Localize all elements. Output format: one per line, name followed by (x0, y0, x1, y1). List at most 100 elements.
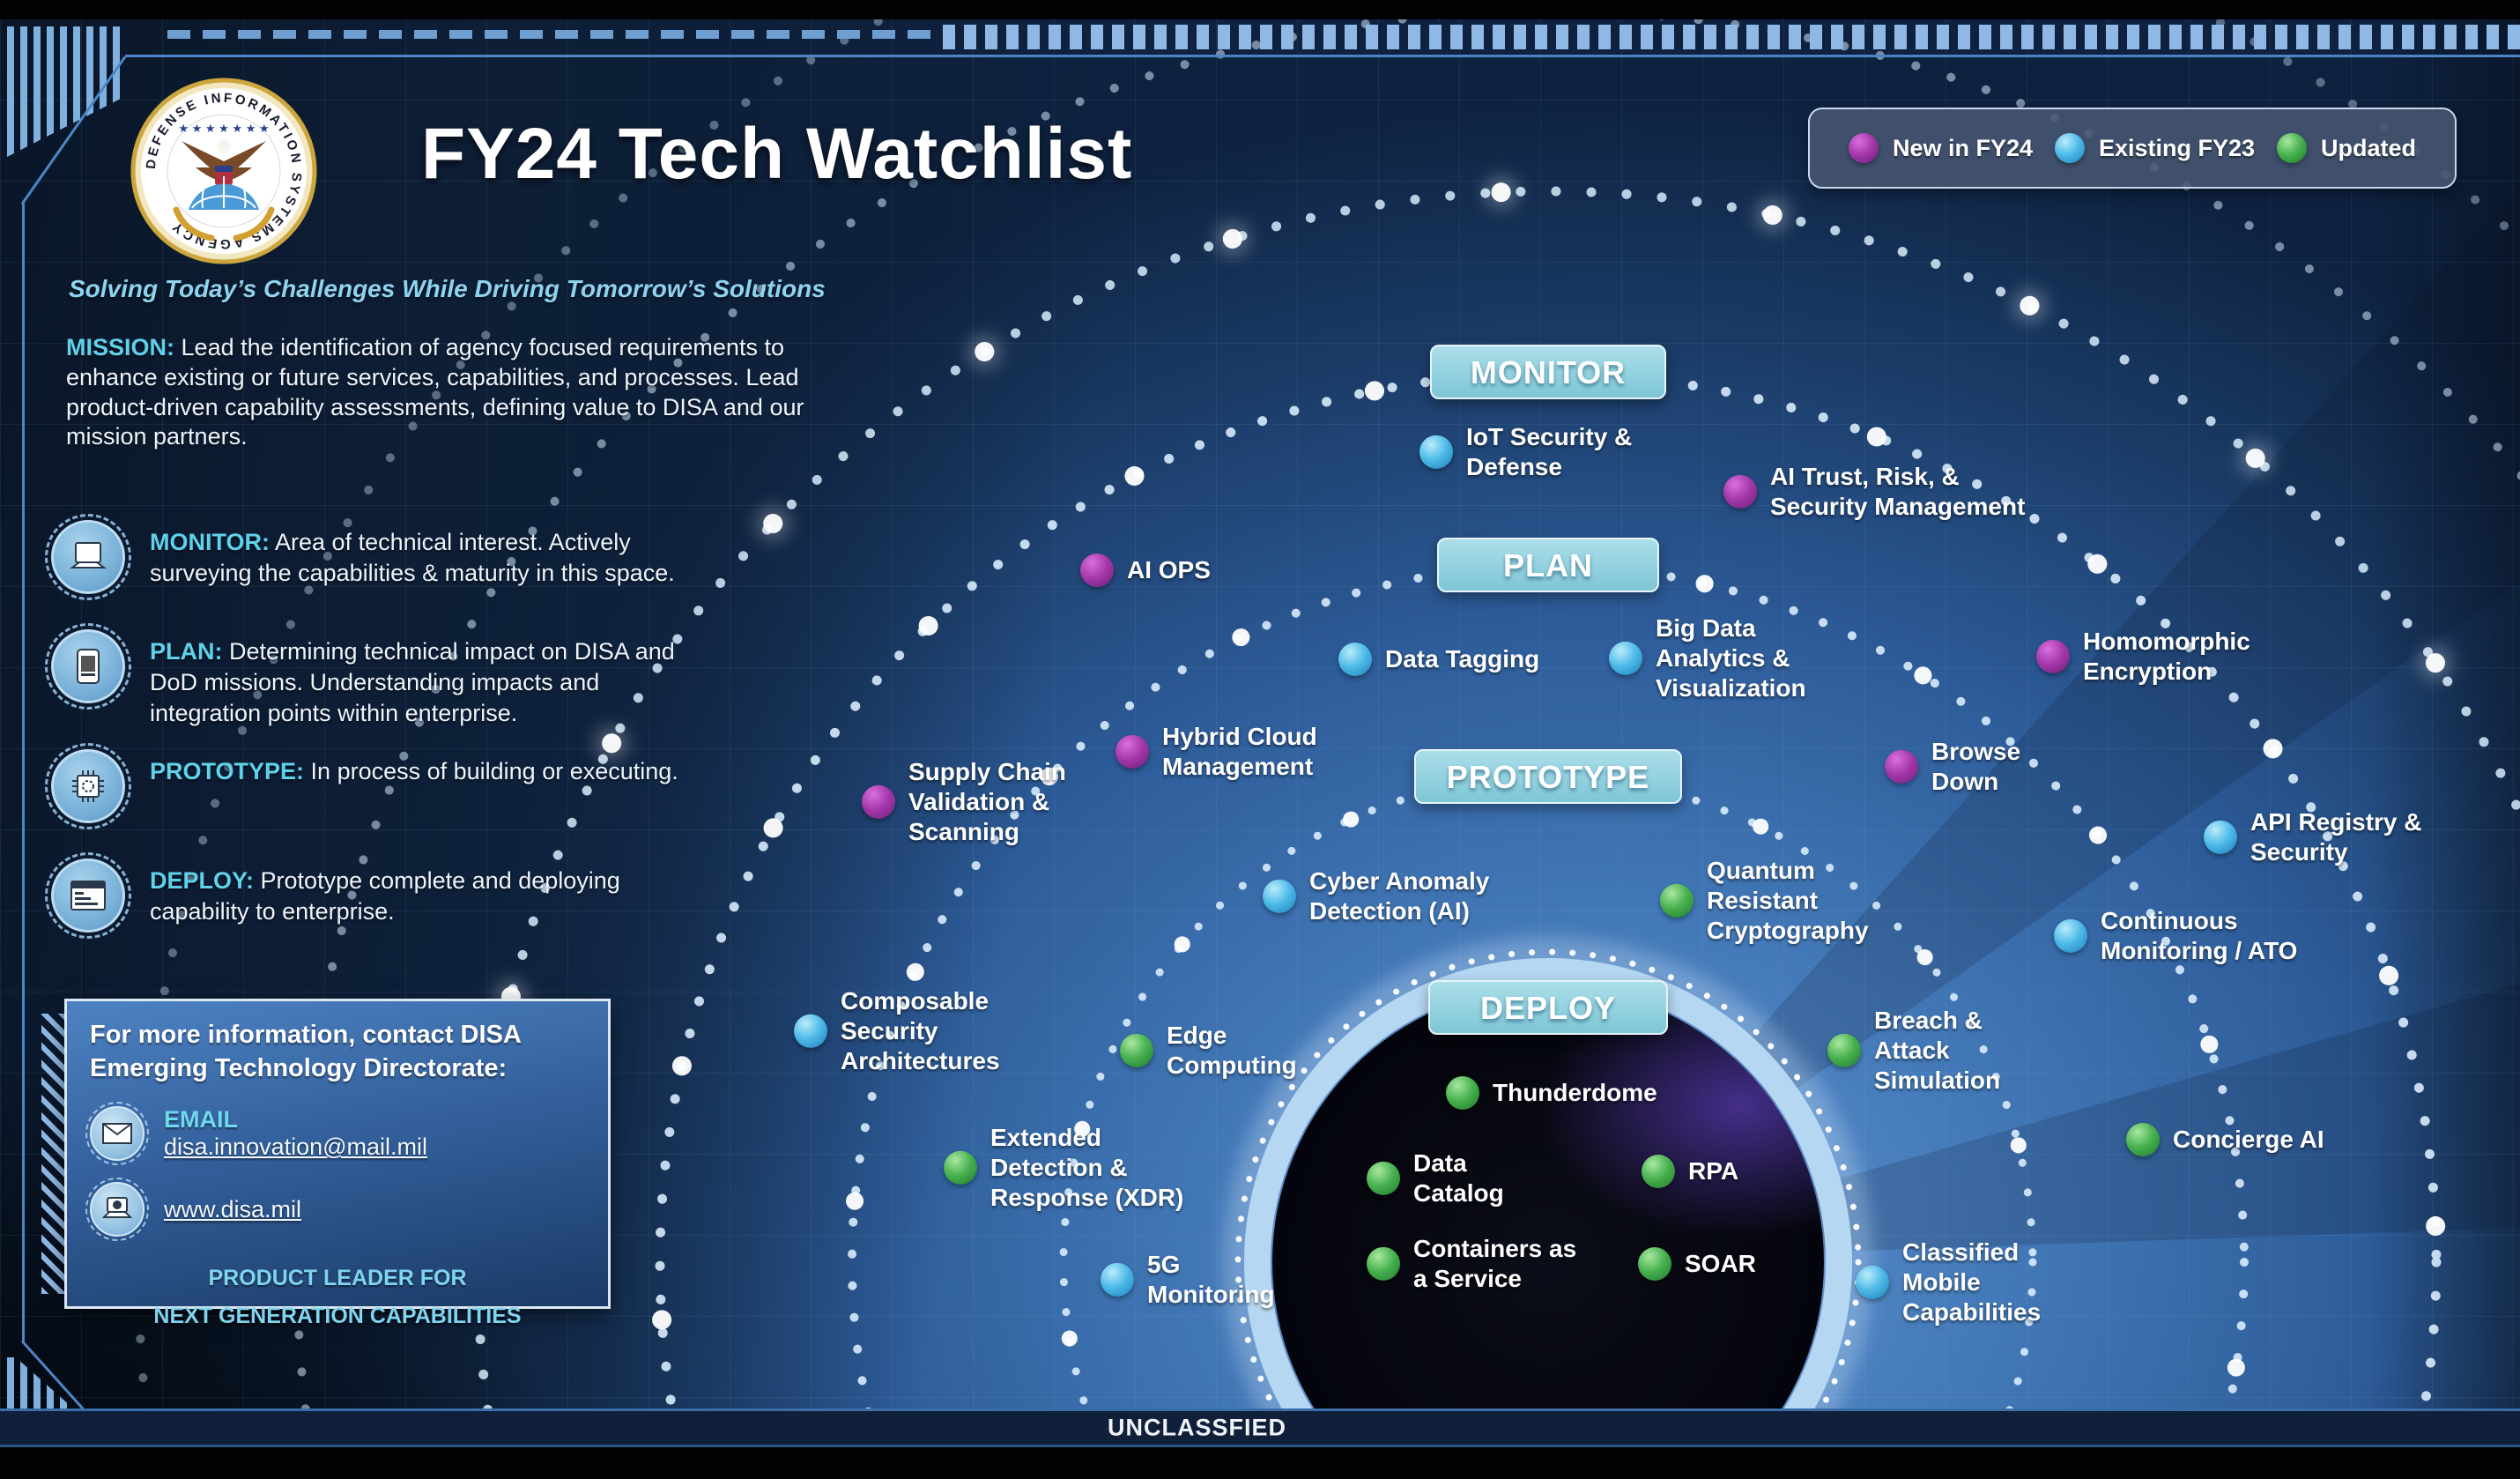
bottom-black-bar (0, 1447, 2520, 1479)
tech-item-supply-chain-validation-scanning: Supply Chain Validation & Scanning (862, 757, 1066, 847)
legend: New in FY24 Existing FY23 Updated (1808, 108, 2457, 189)
status-dot-updated (944, 1151, 977, 1185)
status-dot-existing (794, 1014, 827, 1048)
tech-item-soar: SOAR (1638, 1247, 1756, 1281)
tech-label: Edge Computing (1167, 1021, 1297, 1079)
tech-label: Supply Chain Validation & Scanning (908, 757, 1066, 846)
classification-text: UNCLASSFIED (1107, 1414, 1287, 1441)
contact-box-hatch (41, 1014, 64, 1294)
tech-label: Classified Mobile Capabilities (1902, 1237, 2042, 1327)
tech-item-api-registry-security: API Registry & Security (2204, 807, 2422, 867)
stage-definition-deploy: DEPLOY: Prototype complete and deploying… (45, 852, 686, 951)
tech-item-extended-detection-response-xdr: Extended Detection & Response (XDR) (944, 1123, 1183, 1213)
tech-item-homomorphic-encryption: Homomorphic Encryption (2036, 627, 2250, 687)
disa-seal: DEFENSE INFORMATION SYSTEMS AGENCY ★ ★ ★… (130, 78, 317, 269)
classification-bar: UNCLASSFIED (0, 1408, 2520, 1447)
status-dot-new (2036, 640, 2070, 673)
tech-label: AI Trust, Risk, & Security Management (1770, 462, 2026, 520)
legend-label: Existing FY23 (2098, 134, 2256, 161)
chip-icon (45, 743, 131, 829)
status-dot-updated (1827, 1034, 1861, 1067)
tech-item-containers-as-a-service: Containers as a Service (1367, 1234, 1576, 1294)
tech-item-ai-trust-risk-security-management: AI Trust, Risk, & Security Management (1723, 462, 2025, 522)
status-dot-existing (2204, 821, 2237, 854)
tech-label: IoT Security & Defense (1466, 422, 1633, 480)
legend-label: Updated (2320, 134, 2416, 161)
contact-footer-line1: PRODUCT LEADER FOR (208, 1266, 467, 1291)
tech-item-thunderdome: Thunderdome (1446, 1076, 1657, 1110)
ring-header-monitor: MONITOR (1430, 345, 1666, 399)
tech-label: Hybrid Cloud Management (1162, 722, 1317, 780)
tech-label: Composable Security Architectures (841, 986, 1000, 1075)
tech-item-hybrid-cloud-management: Hybrid Cloud Management (1115, 722, 1317, 782)
status-dot-updated (2126, 1123, 2160, 1156)
tech-label: Breach & Attack Simulation (1874, 1006, 2001, 1095)
tech-label: Data Catalog (1413, 1148, 1504, 1207)
tech-label: Cyber Anomaly Detection (AI) (1309, 866, 1490, 925)
tech-label: API Registry & Security (2250, 807, 2422, 866)
tech-item-browse-down: Browse Down (1885, 737, 2020, 797)
page-title: FY24 Tech Watchlist (421, 114, 1133, 194)
ring-header-deploy: DEPLOY (1428, 980, 1668, 1035)
status-dot-existing (1419, 435, 1453, 469)
status-dot-updated (1367, 1162, 1400, 1195)
tech-item-5g-monitoring: 5G Monitoring (1101, 1250, 1275, 1310)
tablet-icon (45, 623, 131, 710)
tech-label: Extended Detection & Response (XDR) (990, 1123, 1184, 1212)
tech-label: AI OPS (1127, 555, 1211, 583)
legend-dot-existing (2054, 133, 2085, 163)
tech-item-concierge-ai: Concierge AI (2126, 1123, 2324, 1156)
status-dot-existing (1101, 1263, 1134, 1297)
status-dot-updated (1120, 1034, 1153, 1067)
contact-footer-line2: NEXT GENERATION CAPABILITIES (153, 1303, 522, 1328)
envelope-icon (85, 1102, 149, 1166)
tech-label: Concierge AI (2173, 1125, 2324, 1153)
tech-item-quantum-resistant-cryptography: Quantum Resistant Cryptography (1660, 856, 1869, 946)
tech-item-classified-mobile-capabilities: Classified Mobile Capabilities (1856, 1237, 2041, 1327)
status-dot-existing (1338, 643, 1372, 676)
status-dot-new (862, 785, 895, 819)
tech-label: Browse Down (1931, 737, 2021, 795)
tech-item-rpa: RPA (1642, 1155, 1738, 1188)
seal-stars: ★ ★ ★ ★ ★ ★ ★ (178, 122, 269, 135)
stage-definition-plan: PLAN: Determining technical impact on DI… (45, 623, 686, 753)
window-icon (45, 852, 131, 939)
tech-label: Big Data Analytics & Visualization (1656, 613, 1806, 702)
legend-label: New in FY24 (1893, 134, 2034, 161)
ring-header-plan: PLAN (1437, 538, 1659, 592)
tech-item-data-tagging: Data Tagging (1338, 643, 1539, 676)
tech-item-big-data-analytics-visualization: Big Data Analytics & Visualization (1609, 613, 1806, 703)
status-dot-new (1723, 475, 1757, 509)
contact-box: For more information, contact DISA Emerg… (64, 999, 611, 1328)
stage-definition-monitor: MONITOR: Area of technical interest. Act… (45, 514, 686, 613)
tech-label: Data Tagging (1385, 644, 1540, 673)
tech-item-breach-attack-simulation: Breach & Attack Simulation (1827, 1006, 2000, 1096)
stage-desc: In process of building or executing. (310, 758, 678, 784)
status-dot-new (1115, 735, 1149, 769)
status-dot-new (1885, 750, 1918, 784)
tech-item-iot-security-defense: IoT Security & Defense (1419, 422, 1632, 482)
email-link[interactable]: disa.innovation@mail.mil (164, 1133, 428, 1161)
contact-website-row: www.disa.mil (85, 1178, 585, 1242)
stage-label: MONITOR: (150, 529, 270, 555)
website-link[interactable]: www.disa.mil (164, 1195, 302, 1223)
status-dot-existing (1263, 880, 1296, 913)
tech-label: Quantum Resistant Cryptography (1707, 856, 1869, 945)
status-dot-new (1080, 554, 1114, 587)
frame-line-top (125, 55, 2520, 57)
tech-label: SOAR (1685, 1249, 1756, 1277)
status-dot-updated (1638, 1247, 1671, 1281)
status-dot-existing (2054, 919, 2087, 953)
mission-label: MISSION: (66, 334, 175, 360)
legend-item-existing: Existing FY23 (2054, 133, 2256, 163)
status-dot-updated (1367, 1247, 1400, 1281)
legend-item-new: New in FY24 (1849, 133, 2033, 163)
tech-label: Thunderdome (1493, 1078, 1657, 1106)
contact-title: For more information, contact DISA Emerg… (90, 1021, 521, 1082)
tagline: Solving Today’s Challenges While Driving… (69, 275, 826, 302)
tech-item-data-catalog: Data Catalog (1367, 1148, 1504, 1208)
status-dot-existing (1856, 1266, 1889, 1299)
legend-dot-new (1849, 133, 1879, 163)
stage-definition-prototype: PROTOTYPE: In process of building or exe… (45, 743, 686, 829)
